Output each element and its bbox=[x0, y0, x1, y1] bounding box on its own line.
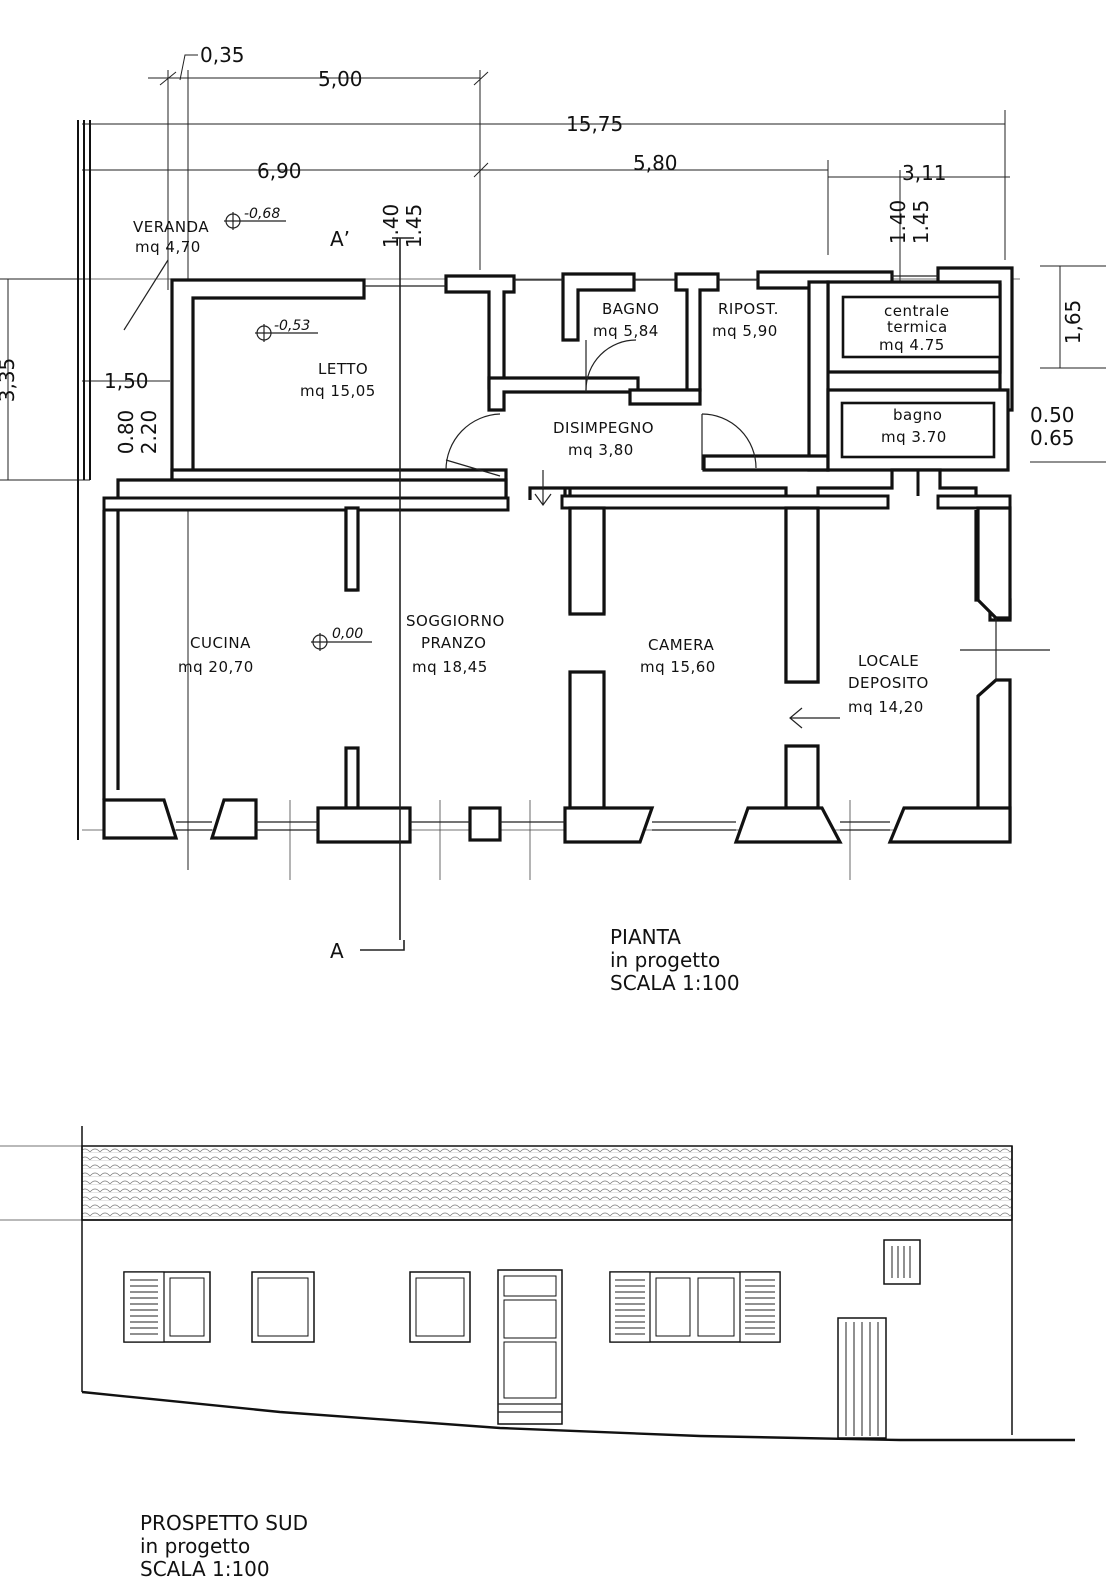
room-locale-name: LOCALE bbox=[858, 652, 919, 670]
dim-3-11: 3,11 bbox=[902, 161, 947, 185]
room-letto-area: mq 15,05 bbox=[300, 382, 376, 400]
plan-scale: SCALA 1:100 bbox=[610, 971, 740, 995]
dim-1-40-a: 1.40 bbox=[379, 204, 403, 249]
window-3 bbox=[409, 1271, 471, 1343]
room-centrale-name-2: termica bbox=[887, 318, 948, 336]
elevation-scale: SCALA 1:100 bbox=[140, 1557, 270, 1581]
plan-title: PIANTA bbox=[610, 925, 681, 949]
vent-window bbox=[883, 1239, 921, 1285]
room-centrale-name: centrale bbox=[884, 302, 950, 320]
dim-1-45-b: 1.45 bbox=[909, 200, 933, 245]
dim-3-35: 3,35 bbox=[0, 358, 19, 403]
elevation-title-block: PROSPETTO SUD in progetto SCALA 1:100 bbox=[140, 1511, 308, 1581]
elevation-title: PROSPETTO SUD bbox=[140, 1511, 308, 1535]
room-labels: VERANDA mq 4,70 LETTO mq 15,05 BAGNO mq … bbox=[133, 218, 950, 716]
level-cucina: 0,00 bbox=[332, 626, 363, 642]
dim-1-50: 1,50 bbox=[104, 369, 149, 393]
room-deposito-name: DEPOSITO bbox=[848, 674, 929, 692]
plan-subtitle: in progetto bbox=[610, 948, 720, 972]
room-veranda-area: mq 4,70 bbox=[135, 238, 201, 256]
dim-0-65: 0.65 bbox=[1030, 426, 1075, 450]
roof-tiles bbox=[81, 1145, 1013, 1221]
room-soggiorno-name: SOGGIORNO bbox=[406, 612, 505, 630]
dim-6-90: 6,90 bbox=[257, 159, 302, 183]
room-soggiorno-name-2: PRANZO bbox=[421, 634, 486, 652]
dim-2-20: 2.20 bbox=[137, 410, 161, 455]
room-bagno-name: BAGNO bbox=[602, 300, 659, 318]
dim-15-75: 15,75 bbox=[566, 112, 623, 136]
level-veranda: -0,68 bbox=[244, 206, 280, 222]
room-letto-name: LETTO bbox=[318, 360, 368, 378]
dimension-labels: 0,35 5,00 15,75 6,90 5,80 3,11 1,50 3,35… bbox=[0, 43, 1085, 454]
room-deposito-area: mq 14,20 bbox=[848, 698, 924, 716]
room-camera-name: CAMERA bbox=[648, 636, 714, 654]
section-mark-bottom: A bbox=[330, 939, 344, 963]
room-bagno-area: mq 5,84 bbox=[593, 322, 659, 340]
dim-0-35: 0,35 bbox=[200, 43, 245, 67]
entrance-door bbox=[497, 1269, 563, 1425]
dim-1-65: 1,65 bbox=[1061, 300, 1085, 345]
room-soggiorno-area: mq 18,45 bbox=[412, 658, 488, 676]
dim-0-50: 0.50 bbox=[1030, 403, 1075, 427]
section-mark-top: A’ bbox=[330, 227, 350, 251]
room-ripost-name: RIPOST. bbox=[718, 300, 779, 318]
room-cucina-name: CUCINA bbox=[190, 634, 251, 652]
room-cucina-area: mq 20,70 bbox=[178, 658, 254, 676]
dim-1-40-b: 1.40 bbox=[886, 200, 910, 245]
room-disimpegno-name: DISIMPEGNO bbox=[553, 419, 654, 437]
dim-1-45-a: 1.45 bbox=[402, 204, 426, 249]
window-2 bbox=[251, 1271, 315, 1343]
plan-title-block: PIANTA in progetto SCALA 1:100 bbox=[610, 925, 740, 995]
level-letto: -0,53 bbox=[274, 318, 310, 334]
room-disimpegno-area: mq 3,80 bbox=[568, 441, 634, 459]
elevation-subtitle: in progetto bbox=[140, 1534, 250, 1558]
dim-0-80: 0.80 bbox=[114, 410, 138, 455]
floor-plan bbox=[77, 120, 1050, 951]
room-bagno2-area: mq 3.70 bbox=[881, 428, 947, 446]
room-veranda-name: VERANDA bbox=[133, 218, 209, 236]
room-centrale-area: mq 4.75 bbox=[879, 336, 945, 354]
dim-5-00: 5,00 bbox=[318, 67, 363, 91]
south-elevation bbox=[0, 1126, 1075, 1442]
room-bagno2-name: bagno bbox=[893, 406, 942, 424]
room-ripost-area: mq 5,90 bbox=[712, 322, 778, 340]
level-markers: -0,68 -0,53 0,00 bbox=[224, 206, 372, 651]
room-camera-area: mq 15,60 bbox=[640, 658, 716, 676]
dim-5-80: 5,80 bbox=[633, 151, 678, 175]
